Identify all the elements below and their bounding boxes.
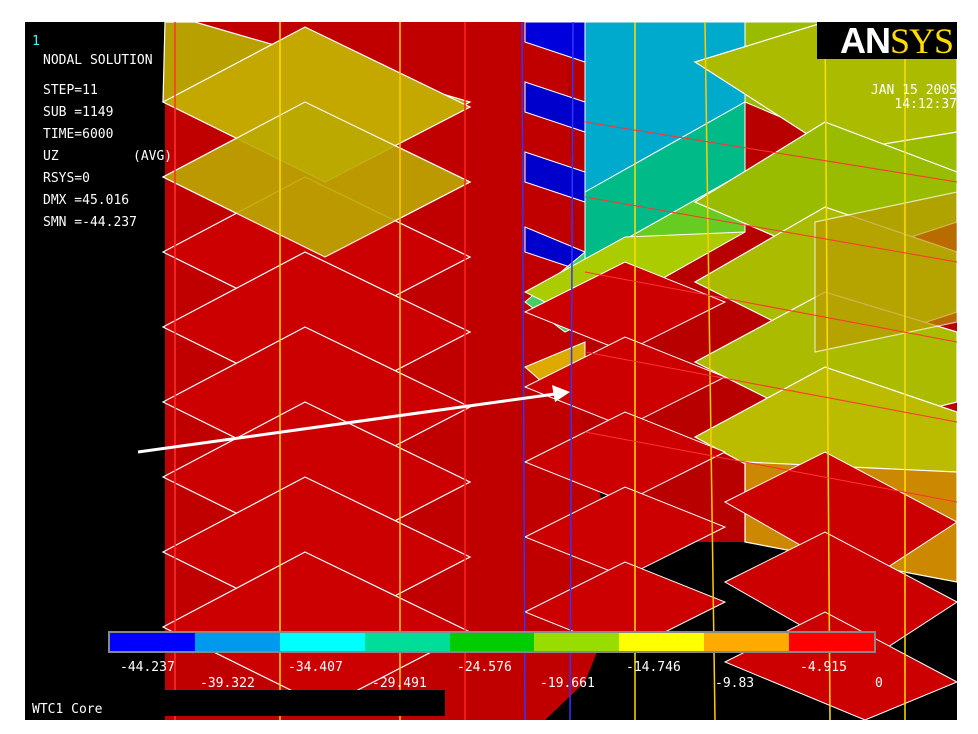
title-underlay: [155, 690, 445, 716]
window-number: 1: [32, 34, 40, 49]
contour-legend-bar: [108, 631, 876, 653]
averaging-label: (AVG): [133, 149, 173, 164]
legend-label: -4.915: [800, 660, 847, 675]
dmx-label: DMX =45.016: [43, 193, 130, 208]
legend-label: 0: [875, 676, 883, 691]
legend-swatch: [110, 633, 195, 651]
legend-label: -34.407: [288, 660, 343, 675]
legend-label: -9.83: [715, 676, 755, 691]
model-title: WTC1 Core: [32, 702, 103, 717]
right-red-slabs: [523, 261, 957, 720]
legend-swatch: [704, 633, 790, 651]
ansys-logo: ANSYS: [817, 22, 957, 60]
legend-swatch: [619, 633, 705, 651]
date-label: JAN 15 2005: [870, 83, 957, 98]
step-label: STEP=11: [43, 83, 98, 98]
legend-swatch: [279, 633, 365, 651]
legend-swatch: [534, 633, 620, 651]
legend-swatch: [789, 633, 875, 651]
legend-label: -29.491: [372, 676, 427, 691]
legend-swatch: [364, 633, 450, 651]
legend-label: -19.661: [540, 676, 595, 691]
column-lines: [174, 22, 906, 720]
legend-swatch: [194, 633, 280, 651]
time-label: TIME=6000: [43, 127, 114, 142]
smn-label: SMN =-44.237: [43, 215, 137, 230]
right-floor-slabs: [693, 22, 957, 583]
upper-olive-slabs: [161, 22, 472, 258]
legend-swatch: [449, 633, 535, 651]
edge-lines: [584, 121, 957, 503]
ansys-graphics-window: 1 NODAL SOLUTION STEP=11 SUB =1149 TIME=…: [25, 22, 957, 720]
legend-label: -14.746: [626, 660, 681, 675]
rsys-label: RSYS=0: [43, 171, 90, 186]
legend-label: -24.576: [457, 660, 512, 675]
time-of-day-label: 14:12:37: [894, 97, 957, 112]
result-type-label: NODAL SOLUTION: [43, 53, 153, 68]
substep-label: SUB =1149: [43, 105, 114, 120]
component-label: UZ: [43, 149, 59, 164]
legend-label: -44.237: [120, 660, 175, 675]
annotation-arrow: [137, 385, 570, 454]
fea-contour-plot: [25, 22, 957, 720]
legend-label: -39.322: [200, 676, 255, 691]
